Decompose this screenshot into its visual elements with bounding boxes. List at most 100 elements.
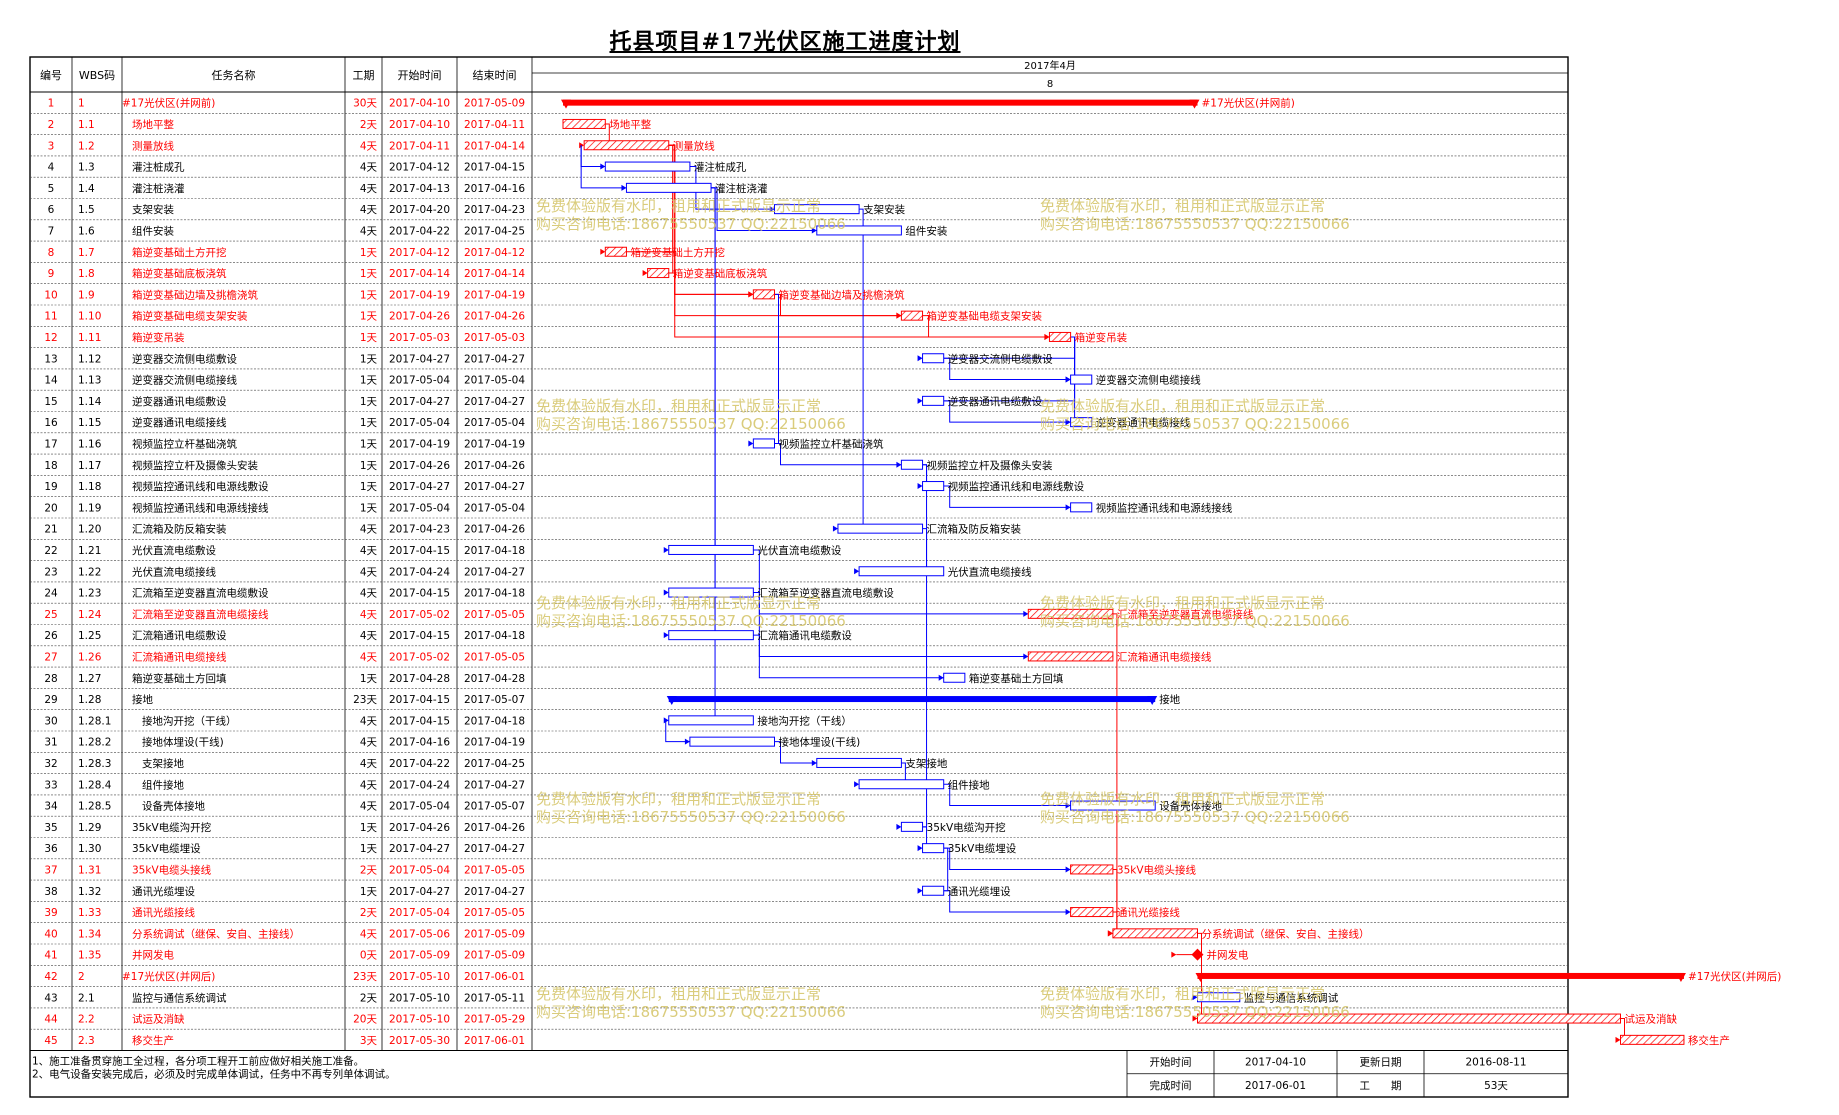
task-name: 通讯光缆接线 (132, 906, 195, 919)
dependency-link (943, 783, 1071, 807)
task-start: 2017-05-04 (389, 907, 450, 919)
task-end: 2017-04-19 (464, 289, 525, 301)
task-bar (922, 353, 945, 364)
task-end: 2017-05-05 (464, 864, 525, 876)
task-name: #17光伏区(并网后) (122, 970, 215, 983)
task-bar (604, 246, 627, 257)
task-bar-label: 灌注桩成孔 (694, 161, 747, 174)
footer-note-2: 2、电气设备安装完成后，必须及时完成单体调试，任务中不再专列单体调试。 (32, 1068, 396, 1081)
task-bar-label: 视频监控立杆及摄像头安装 (927, 459, 1053, 472)
task-start: 2017-04-27 (389, 843, 450, 855)
task-name: 逆变器交流侧电缆敷设 (132, 352, 237, 365)
task-wbs: 1.27 (78, 673, 101, 685)
task-end: 2017-04-27 (464, 779, 525, 791)
task-bar-label: #17光伏区(并网后) (1688, 970, 1781, 983)
task-bar-label: 试运及消缺 (1625, 1013, 1678, 1026)
task-name: 试运及消缺 (132, 1013, 185, 1026)
task-wbs: 1.14 (78, 396, 102, 408)
task-duration: 4天 (360, 779, 378, 791)
task-duration: 3天 (360, 1035, 378, 1047)
task-start: 2017-05-04 (389, 864, 450, 876)
link-arrow (1107, 930, 1113, 937)
task-duration: 1天 (360, 396, 378, 408)
task-end: 2017-06-01 (464, 1035, 525, 1047)
task-name: 分系统调试（继保、安自、主接线） (132, 927, 300, 940)
task-end: 2017-04-27 (464, 843, 525, 855)
task-start: 2017-04-15 (389, 715, 450, 727)
task-name: 箱逆变基础土方回填 (132, 672, 227, 685)
task-duration: 1天 (360, 311, 378, 323)
task-id: 15 (44, 396, 57, 408)
task-duration: 1天 (360, 843, 378, 855)
link-arrow (642, 270, 648, 277)
summary-bar (668, 696, 1156, 703)
task-bar-label: 设备壳体接地 (1159, 800, 1222, 813)
task-bar (583, 140, 670, 151)
dependency-links (579, 123, 1625, 1043)
task-start: 2017-05-02 (389, 651, 450, 663)
link-arrow (1615, 1036, 1621, 1043)
task-end: 2017-05-09 (464, 98, 525, 110)
link-arrow (1044, 333, 1050, 340)
task-end: 2017-04-14 (464, 140, 525, 152)
link-arrow (1065, 419, 1071, 426)
summary-bar-start-cap (666, 696, 677, 706)
task-name: 并网发电 (132, 949, 174, 962)
task-id: 36 (44, 843, 58, 855)
task-bar (858, 566, 945, 577)
task-wbs: 1.28.5 (78, 801, 111, 813)
task-name: 箱逆变吊装 (132, 331, 185, 344)
link-arrow (854, 781, 860, 788)
task-name: 灌注桩浇灌 (132, 182, 185, 195)
task-duration: 1天 (360, 332, 378, 344)
task-name: 汇流箱及防反箱安装 (132, 523, 227, 536)
task-duration: 4天 (360, 524, 378, 536)
link-arrow (811, 759, 817, 766)
task-id: 35 (44, 822, 57, 834)
task-bar (943, 672, 966, 683)
task-bar (1070, 864, 1114, 875)
task-id: 12 (44, 332, 57, 344)
task-wbs: 1.34 (78, 928, 102, 940)
task-bar (922, 481, 945, 492)
task-bar (668, 544, 754, 555)
link-arrow (663, 546, 669, 553)
task-id: 38 (44, 886, 57, 898)
task-duration: 0天 (360, 950, 378, 962)
task-start: 2017-04-27 (389, 396, 450, 408)
link-arrow (811, 227, 817, 234)
task-bar-label: 汇流箱至逆变器直流电缆接线 (1117, 608, 1254, 621)
task-wbs: 1.22 (78, 566, 101, 578)
task-duration: 1天 (360, 822, 378, 834)
task-duration: 1天 (360, 247, 378, 259)
column-header-end: 结束时间 (473, 69, 517, 82)
task-bar-label: 箱逆变基础土方开挖 (630, 246, 725, 259)
task-start: 2017-05-06 (389, 928, 450, 940)
task-duration: 4天 (360, 140, 378, 152)
task-start: 2017-04-28 (389, 673, 450, 685)
column-header-start: 开始时间 (398, 68, 442, 82)
task-end: 2017-04-27 (464, 566, 525, 578)
link-arrow (1065, 504, 1071, 511)
task-bar-label: 逆变器交流侧电缆接线 (1096, 374, 1201, 387)
task-start: 2017-05-10 (389, 971, 450, 983)
task-bar-label: 通讯光缆接线 (1117, 906, 1180, 919)
task-id: 8 (48, 247, 55, 259)
task-bar-label: 支架安装 (863, 203, 905, 216)
task-duration: 4天 (360, 651, 378, 663)
task-end: 2017-05-05 (464, 609, 525, 621)
task-end: 2017-04-18 (464, 545, 525, 557)
task-bar (604, 161, 691, 172)
task-start: 2017-05-04 (389, 417, 450, 429)
task-bar-label: 箱逆变基础电缆支架安装 (927, 310, 1043, 323)
task-wbs: 1.20 (78, 524, 101, 536)
task-bar-label: 35kV电缆沟开挖 (927, 821, 1006, 834)
task-name: 视频监控立杆及摄像头安装 (132, 459, 258, 472)
task-id: 20 (44, 502, 57, 514)
task-end: 2017-05-05 (464, 907, 525, 919)
link-arrow (769, 206, 775, 213)
task-name: 组件接地 (142, 778, 184, 791)
task-wbs: 1.12 (78, 353, 101, 365)
task-duration: 4天 (360, 588, 378, 600)
link-arrow (1065, 866, 1071, 873)
